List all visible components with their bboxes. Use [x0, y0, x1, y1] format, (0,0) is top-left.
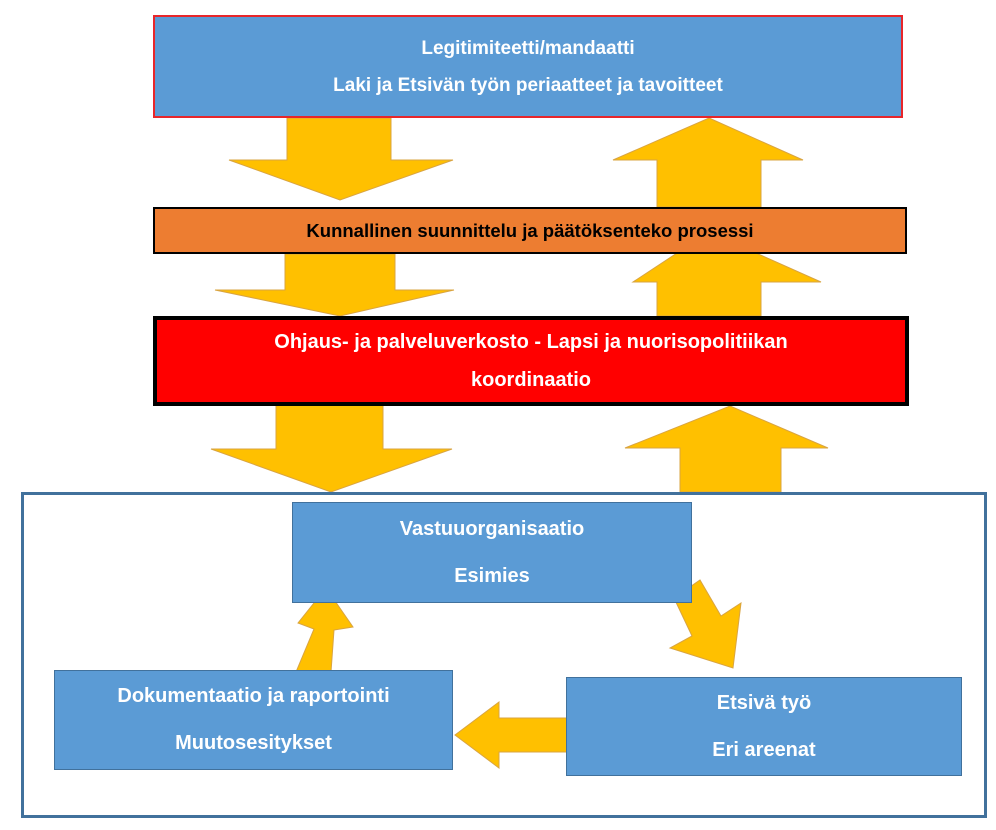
mandate-subtitle: Laki ja Etsivän työn periaatteet ja tavo… [333, 74, 723, 96]
organisation-subtitle: Esimies [454, 564, 530, 587]
documentation-subtitle: Muutosesitykset [175, 732, 332, 754]
arrow-outreach-to-doc-front [454, 701, 568, 769]
arrow-down-3 [210, 403, 453, 493]
arrow-down-2 [214, 253, 455, 317]
arrow-down-1 [228, 117, 454, 201]
mandate-box: Legitimiteetti/mandaatti Laki ja Etsivän… [153, 15, 903, 118]
network-line-1: Ohjaus- ja palveluverkosto - Lapsi ja nu… [274, 331, 788, 353]
documentation-title: Dokumentaatio ja raportointi [117, 685, 390, 707]
planning-label: Kunnallinen suunnittelu ja päätöksenteko… [306, 219, 754, 241]
network-box: Ohjaus- ja palveluverkosto - Lapsi ja nu… [153, 316, 909, 406]
organisation-title: Vastuuorganisaatio [399, 517, 585, 540]
network-line-2: koordinaatio [470, 369, 591, 391]
documentation-box: Dokumentaatio ja raportointi Muutosesity… [54, 670, 453, 770]
arrow-doc-to-org-front [295, 587, 354, 673]
planning-box: Kunnallinen suunnittelu ja päätöksenteko… [153, 207, 907, 254]
outreach-box: Etsivä työ Eri areenat [566, 677, 962, 776]
organisation-box: Vastuuorganisaatio Esimies [292, 502, 692, 603]
outreach-subtitle: Eri areenat [712, 738, 816, 761]
mandate-title: Legitimiteetti/mandaatti [421, 37, 635, 59]
outreach-title: Etsivä työ [716, 691, 812, 714]
